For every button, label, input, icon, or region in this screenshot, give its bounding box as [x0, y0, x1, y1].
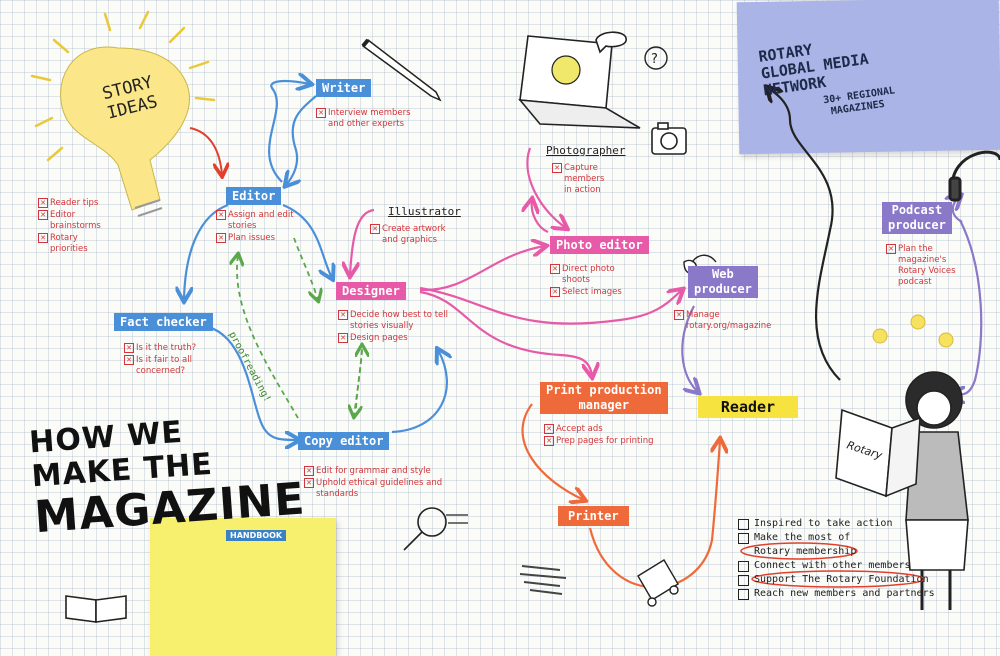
- role-copy-editor: Copy editor: [298, 432, 390, 450]
- role-designer: Designer: [336, 282, 406, 300]
- role-podcast-producer: Podcast producer: [882, 202, 952, 234]
- pencil-icon: [361, 38, 442, 102]
- role-photo-editor: Photo editor: [550, 236, 649, 254]
- role-label-line: Print production: [546, 383, 662, 397]
- checklist-item: Support The Rotary Foundation: [738, 573, 935, 587]
- role-print-production-manager: Print production manager: [540, 382, 668, 414]
- role-printer: Printer: [558, 506, 629, 526]
- task-item: Interview members and other experts: [316, 108, 416, 130]
- task-item: Manage rotary.org/magazine: [674, 310, 784, 332]
- task-item: Reader tips: [38, 198, 118, 209]
- role-label-line: producer: [888, 218, 946, 232]
- handbook-tag: HANDBOOK: [226, 530, 287, 541]
- role-photographer: Photographer: [546, 144, 626, 157]
- role-web-producer: Web producer: [688, 266, 758, 298]
- checklist-item-continuation: Rotary membership: [754, 546, 857, 557]
- small-lightbulbs-icon: [872, 314, 954, 348]
- reader-checklist: Inspired to take action Make the most of…: [738, 517, 935, 601]
- role-editor: Editor: [226, 187, 282, 205]
- magnifier-icon: [403, 507, 468, 551]
- checklist-item: Inspired to take action: [738, 517, 935, 531]
- task-item: Accept ads: [544, 424, 664, 435]
- task-item: Select images: [550, 287, 634, 298]
- highlight-ring: [751, 570, 925, 588]
- role-label-line: manager: [578, 398, 630, 412]
- role-reader: Reader: [698, 396, 798, 418]
- task-item: Create artwork and graphics: [370, 224, 460, 246]
- truck-icon: [637, 559, 679, 607]
- illustrator-tasks: Create artwork and graphics: [370, 224, 460, 247]
- designer-tasks: Decide how best to tell stories visually…: [338, 310, 448, 345]
- story-ideas-tasks: Reader tips Editor brainstorms Rotary pr…: [38, 198, 118, 256]
- checklist-item: Connect with other members: [738, 559, 935, 573]
- role-writer: Writer: [316, 79, 372, 97]
- photo-editor-tasks: Direct photo shoots Select images: [550, 264, 634, 299]
- task-item: Direct photo shoots: [550, 264, 634, 286]
- editor-tasks: Assign and edit stories Plan issues: [216, 210, 296, 245]
- book-icon: [65, 595, 127, 623]
- task-item: Assign and edit stories: [216, 210, 296, 232]
- task-item: Editor brainstorms: [38, 210, 118, 232]
- camera-icon: [651, 122, 687, 155]
- checklist-item: Reach new members and partners: [738, 587, 935, 601]
- handbook-sticky-note: [150, 518, 336, 656]
- podcast-producer-tasks: Plan the magazine's Rotary Voices podcas…: [886, 244, 976, 289]
- highlight-ring: [740, 542, 858, 560]
- role-label-line: Web: [712, 267, 734, 281]
- scribble-lines: [519, 565, 567, 595]
- copy-editor-tasks: Edit for grammar and style Uphold ethica…: [304, 466, 454, 501]
- checklist-item: Make the most of: [738, 531, 935, 545]
- fact-checker-tasks: Is it the truth? Is it fair to all conce…: [124, 343, 204, 378]
- role-illustrator: Illustrator: [388, 205, 461, 218]
- photographer-tasks: Capture members in action: [552, 163, 612, 197]
- reader-illustration: [835, 371, 969, 610]
- task-item: Rotary priorities: [38, 233, 118, 255]
- task-item: Uphold ethical guidelines and standards: [304, 478, 454, 500]
- laptop-icon: [518, 31, 641, 129]
- task-item: Prep pages for printing: [544, 436, 664, 447]
- task-item: Decide how best to tell stories visually: [338, 310, 448, 332]
- task-item: Is it fair to all concerned?: [124, 355, 204, 377]
- role-label-line: Podcast: [891, 203, 943, 217]
- print-manager-tasks: Accept ads Prep pages for printing: [544, 424, 664, 448]
- task-item: Is it the truth?: [124, 343, 204, 354]
- page-title: HOW WE MAKE THE MAGAZINE: [28, 410, 307, 543]
- task-item: Edit for grammar and style: [304, 466, 454, 477]
- task-item: Design pages: [338, 333, 448, 344]
- task-item: Plan issues: [216, 233, 296, 244]
- writer-tasks: Interview members and other experts: [316, 108, 416, 131]
- task-item: Capture members in action: [552, 163, 612, 196]
- headphones-icon: [948, 150, 1000, 202]
- lightbulb-icon: [30, 10, 216, 217]
- role-fact-checker: Fact checker: [114, 313, 213, 331]
- question-bubble-icon: [644, 46, 668, 70]
- svg-text:?: ?: [651, 52, 658, 67]
- role-label-line: producer: [694, 282, 752, 296]
- task-item: Plan the magazine's Rotary Voices podcas…: [886, 244, 976, 288]
- web-producer-tasks: Manage rotary.org/magazine: [674, 310, 784, 333]
